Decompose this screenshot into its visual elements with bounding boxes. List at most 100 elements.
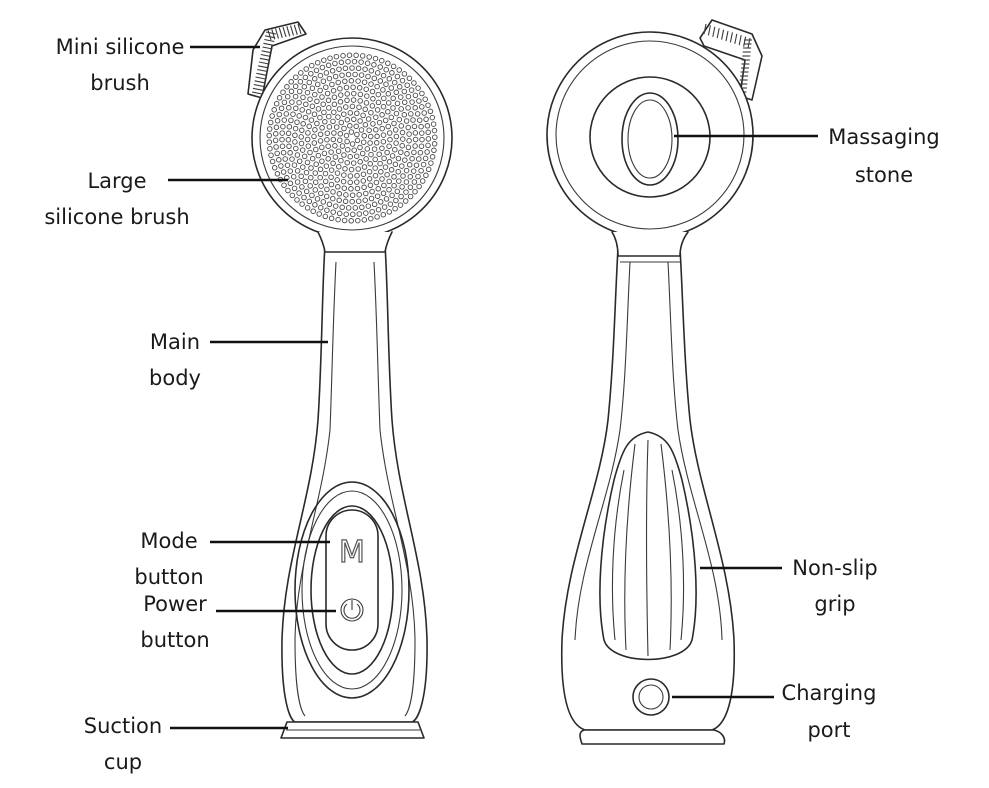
bristle	[349, 198, 355, 205]
bristle	[419, 178, 426, 184]
bristle	[349, 141, 356, 147]
bristle	[405, 124, 411, 131]
label-main-body: Main body	[149, 330, 201, 390]
bristle	[328, 181, 335, 188]
label-suction-cup: Suction cup	[84, 714, 162, 774]
bristle	[299, 107, 305, 113]
bristle	[281, 99, 288, 106]
bristle	[267, 145, 273, 152]
bristle	[350, 211, 356, 218]
bristle	[392, 205, 398, 212]
bristle	[330, 136, 337, 143]
bristle	[425, 142, 431, 149]
bristle	[407, 193, 414, 200]
bristle	[337, 137, 343, 143]
bristle	[326, 113, 332, 120]
bristle	[292, 93, 299, 100]
bristle	[404, 151, 410, 157]
power-button[interactable]	[340, 598, 364, 622]
knurl-tick	[743, 36, 747, 47]
bristle	[327, 55, 333, 61]
bristle	[298, 134, 304, 140]
bristle	[313, 161, 319, 167]
bristle	[374, 107, 381, 113]
bristle	[400, 136, 406, 142]
bristle	[301, 153, 308, 160]
bristle	[357, 98, 363, 104]
bristle	[358, 59, 364, 65]
bristle	[339, 72, 345, 78]
bristle	[348, 218, 354, 224]
bristle	[377, 78, 384, 84]
bristle	[382, 117, 389, 124]
bristle	[387, 136, 393, 143]
bristle	[320, 101, 326, 107]
bristle	[278, 105, 285, 112]
bristle	[314, 81, 321, 88]
label-power-button: Power button	[140, 592, 209, 652]
bristle	[432, 134, 438, 140]
knurl-tick	[255, 76, 266, 80]
bristle	[357, 144, 363, 151]
bristle	[364, 60, 371, 66]
bristle	[376, 151, 382, 157]
bristle	[336, 210, 343, 217]
bristle	[305, 130, 311, 136]
bristle	[408, 87, 415, 93]
bristle	[358, 127, 365, 133]
bristle	[308, 117, 315, 123]
knurl-tick	[259, 57, 271, 61]
bristle	[364, 146, 371, 152]
bristle	[302, 114, 309, 121]
bristle	[304, 205, 311, 211]
bristle	[303, 188, 310, 195]
bristle	[391, 174, 397, 180]
bristle	[369, 188, 375, 195]
bristle	[389, 153, 396, 159]
bristle	[310, 208, 316, 214]
bristle	[296, 113, 302, 119]
bristle	[342, 166, 348, 172]
bristle	[342, 78, 348, 85]
bristle	[349, 192, 356, 198]
bristle	[353, 153, 360, 159]
knurl-tick	[289, 25, 295, 36]
bristle	[266, 126, 273, 132]
label-line: stone	[855, 163, 913, 187]
bristle	[377, 160, 383, 167]
bristle	[390, 63, 397, 70]
bristle	[416, 183, 422, 190]
bristle	[287, 168, 294, 174]
knurl-tick	[257, 68, 268, 73]
bristle	[335, 184, 341, 190]
bristle	[280, 149, 287, 156]
bristle	[330, 195, 336, 202]
bristle	[390, 95, 396, 102]
bristle	[328, 149, 334, 155]
bristle	[282, 156, 288, 162]
label-line: Non-slip	[792, 556, 877, 580]
bristle	[385, 91, 392, 97]
bristle	[410, 168, 417, 174]
label-line: body	[149, 366, 201, 390]
bristle	[366, 54, 372, 60]
bristle	[330, 189, 336, 195]
bristle	[309, 85, 316, 91]
bristle	[375, 91, 382, 98]
bristle	[284, 93, 291, 100]
bristle	[395, 168, 401, 175]
bristle	[345, 146, 351, 153]
mode-button[interactable]: M	[338, 534, 365, 570]
bristle	[266, 139, 273, 145]
bristle	[326, 75, 333, 82]
bristle	[380, 190, 387, 197]
bristle	[317, 166, 324, 173]
bristle	[383, 196, 390, 202]
bristle	[306, 198, 313, 205]
bristle	[380, 87, 386, 93]
label-mode-button: Mode button	[134, 529, 203, 589]
bristle	[425, 129, 431, 136]
bristle	[412, 188, 418, 195]
bristle	[380, 138, 387, 145]
